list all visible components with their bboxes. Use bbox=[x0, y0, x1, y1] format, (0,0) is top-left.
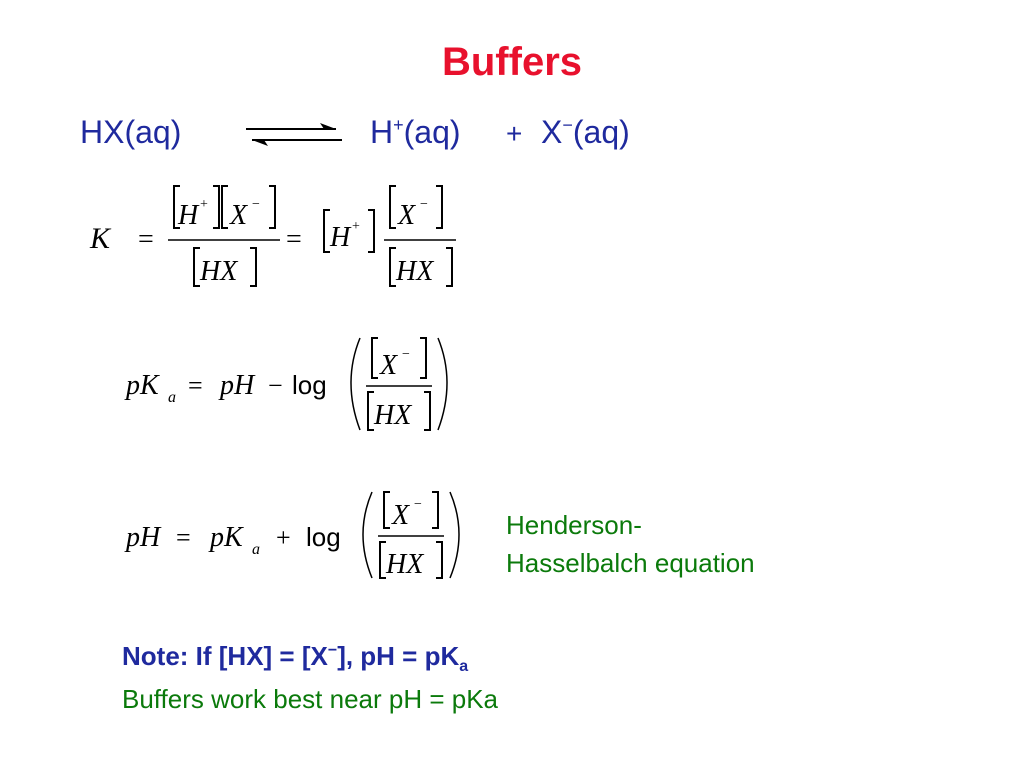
ph-x: X bbox=[391, 500, 410, 531]
ph-x-minus: − bbox=[414, 497, 422, 512]
ka-num-h: H bbox=[177, 200, 200, 231]
ka-frac-hx: HX bbox=[395, 256, 434, 287]
ka-den-hx: HX bbox=[199, 256, 238, 287]
hh-label-line1: Henderson- bbox=[506, 510, 642, 540]
ka-mid-h: H bbox=[329, 222, 352, 253]
pka-pk: pK bbox=[124, 370, 160, 401]
ph-sub: a bbox=[252, 541, 260, 558]
ka-equation: K = H + X − HX = H + X − HX bbox=[89, 185, 456, 287]
pka-equals: = bbox=[188, 371, 203, 400]
ka-num-minus: − bbox=[252, 197, 260, 212]
ph-pk: pK bbox=[208, 522, 244, 553]
ka-equals-2: = bbox=[286, 224, 302, 255]
slide-title: Buffers bbox=[441, 40, 583, 84]
henderson-hasselbalch-label: Henderson- Hasselbalch equation bbox=[506, 506, 755, 582]
ka-mid-plus: + bbox=[352, 219, 360, 234]
pka-minus: − bbox=[268, 371, 283, 400]
note-line-2: Buffers work best near pH = pKa bbox=[122, 684, 498, 714]
pka-equation: pK a = pH − log X − HX bbox=[124, 337, 448, 431]
note-line-1: Note: If [HX] = [X−], pH = pKa bbox=[122, 641, 469, 676]
product-h-plus: H+(aq) bbox=[370, 114, 461, 150]
reaction-plus: + bbox=[506, 118, 523, 149]
hh-label-line2: Hasselbalch equation bbox=[506, 548, 755, 578]
ka-frac-minus: − bbox=[420, 197, 428, 212]
pka-log: log bbox=[292, 370, 327, 400]
pka-sub: a bbox=[168, 389, 176, 406]
ka-num-plus: + bbox=[200, 197, 208, 212]
pka-ph: pH bbox=[218, 370, 256, 401]
equilibrium-arrow-icon bbox=[246, 123, 342, 146]
pka-x-minus: − bbox=[402, 347, 410, 362]
ph-ph: pH bbox=[124, 522, 162, 553]
reactant-hx: HX(aq) bbox=[80, 114, 182, 150]
ph-plus: + bbox=[276, 523, 291, 552]
ph-hx: HX bbox=[385, 549, 424, 580]
pka-hx: HX bbox=[373, 400, 412, 431]
ph-equals: = bbox=[176, 523, 191, 552]
ka-frac-x: X bbox=[397, 200, 416, 231]
ka-symbol: K bbox=[89, 222, 112, 255]
ka-num-x: X bbox=[229, 200, 248, 231]
ph-log: log bbox=[306, 522, 341, 552]
product-x-minus: X−(aq) bbox=[541, 114, 630, 150]
ka-equals-1: = bbox=[138, 224, 154, 255]
ph-equation: pH = pK a + log X − HX bbox=[124, 491, 460, 580]
pka-x: X bbox=[379, 350, 398, 381]
